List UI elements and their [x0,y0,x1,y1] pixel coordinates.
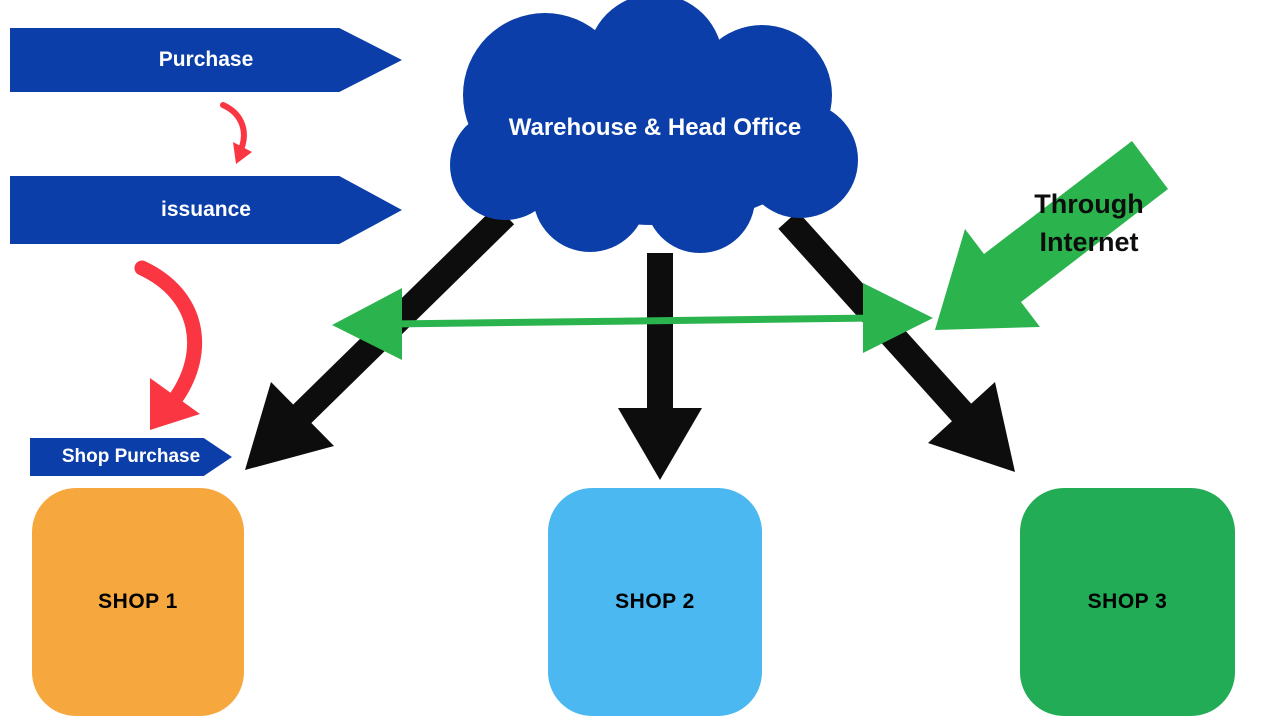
cloud-shape [450,0,858,253]
connector-arrow-small [220,102,252,164]
banner-purchase: Purchase [10,28,402,92]
connector-small-head [233,142,252,164]
sync-arrow-left-head [332,288,402,360]
connector-large-shaft [134,260,203,406]
sync-arrow-right-head [863,283,933,353]
shop-2-label: SHOP 2 [615,590,695,613]
shop-1-label: SHOP 1 [98,590,178,613]
arrow-to-shop1-shaft [292,205,515,424]
banner-issuance: issuance [10,176,402,244]
cloud-bump [587,0,723,130]
sync-arrow [332,283,933,360]
shop-2-box: SHOP 2 [548,488,762,716]
arrow-to-shop2-head [618,408,702,480]
connector-large-head [150,378,200,430]
shop-3-label: SHOP 3 [1087,590,1168,613]
cloud-bump [742,102,858,218]
banner-purchase-label: Purchase [158,48,254,71]
internet-label: Through Internet [1034,189,1144,257]
cloud-bump [645,143,755,253]
banner-shop-purchase: Shop Purchase [30,438,232,476]
shop-1-box: SHOP 1 [32,488,244,716]
cloud-label: Warehouse & Head Office [508,114,802,141]
cloud-bump [533,138,647,252]
connector-arrow-large [134,260,203,430]
shop-3-box: SHOP 3 [1020,488,1235,716]
arrow-to-shop1-head [245,382,334,470]
arrow-to-shop3-head [928,382,1015,472]
banner-shop-purchase-label: Shop Purchase [61,446,201,467]
distribution-arrows [245,205,1015,480]
banner-issuance-label: issuance [161,198,251,221]
internet-arrow [935,141,1168,330]
sync-arrow-shaft [389,314,876,328]
cloud-bump [450,110,560,220]
